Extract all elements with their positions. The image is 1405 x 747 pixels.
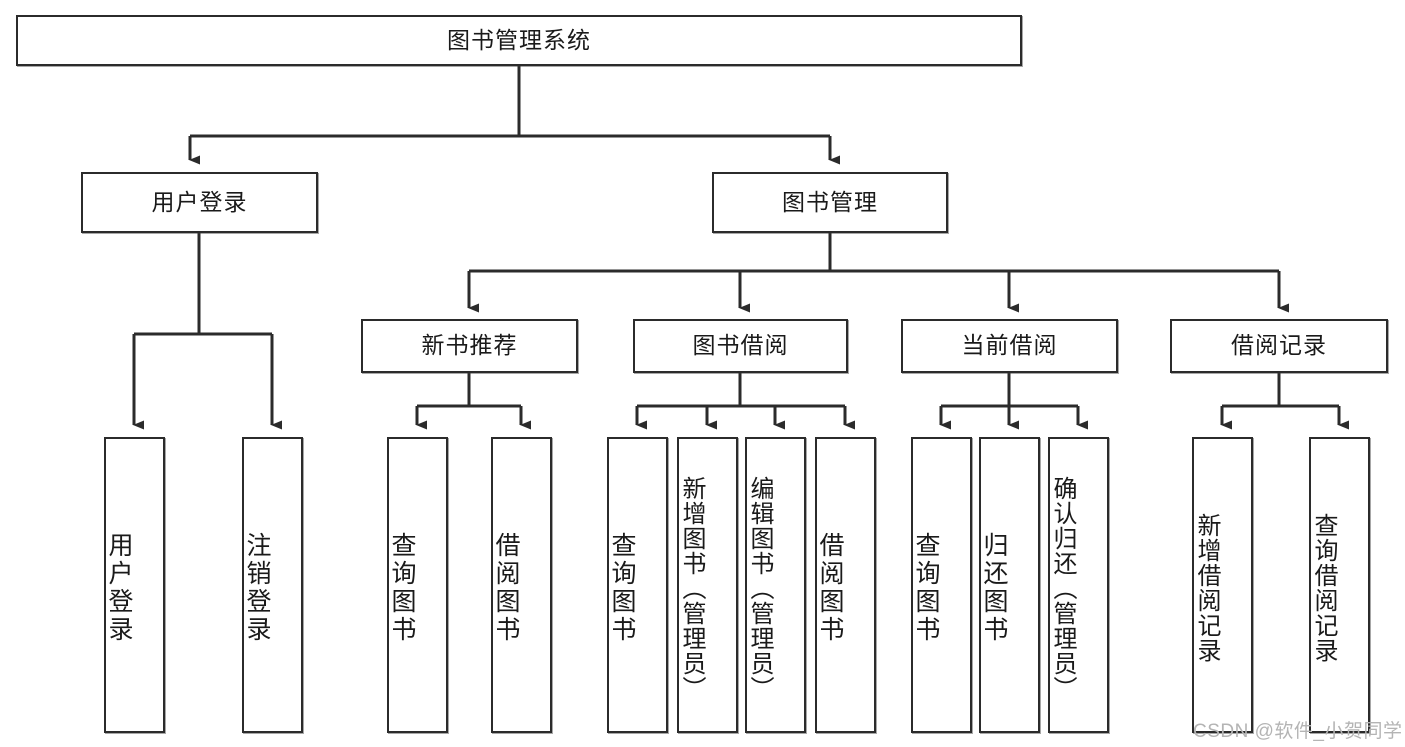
node-leaf-bb-edit-book-label: 编辑图书（管理员） — [746, 475, 773, 701]
node-leaf-cb-confirm-return-label: 确认归还（管理员） — [1049, 475, 1076, 701]
node-leaf-bb-edit-book[interactable]: 编辑图书（管理员） — [745, 437, 806, 733]
node-leaf-cb-confirm-return[interactable]: 确认归还（管理员） — [1048, 437, 1109, 733]
node-book-borrow[interactable]: 图书借阅 — [633, 319, 848, 373]
node-leaf-logout-label: 注销登录 — [243, 532, 271, 644]
node-leaf-br-add-record[interactable]: 新增借阅记录 — [1192, 437, 1253, 733]
node-book-management[interactable]: 图书管理 — [712, 172, 948, 233]
node-leaf-nb-query-book-label: 查询图书 — [388, 532, 416, 644]
node-leaf-bb-add-book[interactable]: 新增图书（管理员） — [677, 437, 738, 733]
node-borrow-record-label: 借阅记录 — [1231, 332, 1327, 359]
node-root-system-label: 图书管理系统 — [447, 26, 591, 53]
node-leaf-user-login-label: 用户登录 — [105, 532, 133, 644]
node-leaf-nb-borrow-book-label: 借阅图书 — [492, 532, 520, 644]
node-user-login[interactable]: 用户登录 — [81, 172, 318, 233]
node-book-borrow-label: 图书借阅 — [692, 332, 789, 359]
node-current-borrow[interactable]: 当前借阅 — [901, 319, 1118, 373]
node-leaf-bb-borrow-book-label: 借阅图书 — [816, 532, 844, 644]
node-leaf-nb-query-book[interactable]: 查询图书 — [387, 437, 448, 733]
node-leaf-cb-return-book[interactable]: 归还图书 — [979, 437, 1040, 733]
node-leaf-cb-query-book[interactable]: 查询图书 — [911, 437, 972, 733]
node-leaf-bb-add-book-label: 新增图书（管理员） — [678, 475, 705, 701]
node-leaf-bb-query-book-label: 查询图书 — [608, 532, 636, 644]
node-leaf-br-query-record[interactable]: 查询借阅记录 — [1309, 437, 1370, 733]
node-leaf-bb-borrow-book[interactable]: 借阅图书 — [815, 437, 876, 733]
node-leaf-nb-borrow-book[interactable]: 借阅图书 — [491, 437, 552, 733]
node-current-borrow-label: 当前借阅 — [961, 332, 1058, 359]
node-leaf-logout[interactable]: 注销登录 — [242, 437, 303, 733]
node-borrow-record[interactable]: 借阅记录 — [1170, 319, 1388, 373]
node-leaf-bb-query-book[interactable]: 查询图书 — [607, 437, 668, 733]
node-new-book-recommend[interactable]: 新书推荐 — [361, 319, 578, 373]
csdn-watermark: CSDN @软件_小贺同学 — [1193, 721, 1403, 742]
node-leaf-br-query-record-label: 查询借阅记录 — [1310, 513, 1337, 663]
node-book-management-label: 图书管理 — [782, 188, 878, 215]
node-user-login-label: 用户登录 — [151, 188, 248, 215]
node-root-system[interactable]: 图书管理系统 — [16, 15, 1022, 66]
node-leaf-cb-query-book-label: 查询图书 — [912, 532, 940, 644]
node-leaf-cb-return-book-label: 归还图书 — [980, 532, 1008, 644]
node-leaf-user-login[interactable]: 用户登录 — [104, 437, 165, 733]
node-new-book-recommend-label: 新书推荐 — [421, 332, 518, 359]
node-leaf-br-add-record-label: 新增借阅记录 — [1193, 513, 1220, 663]
